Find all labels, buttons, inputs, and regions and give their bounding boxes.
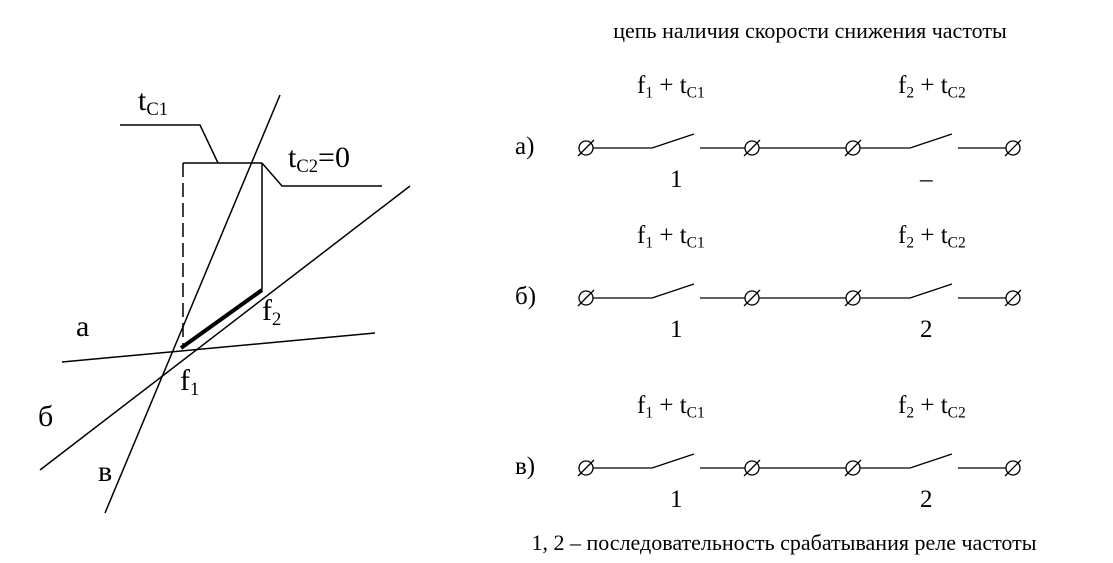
relay-setting-label: f2 + tC2 (898, 72, 966, 102)
relay1-order: 1 (670, 166, 683, 193)
relay-setting-label: f1 + tC1 (637, 222, 705, 252)
terminal (844, 459, 862, 477)
line-v-label: в (98, 455, 113, 488)
line-a-label: а (76, 310, 90, 343)
tc1-label: tC1 (138, 84, 169, 121)
frequency-graph (39, 94, 411, 514)
segment-f1-f2 (179, 288, 264, 350)
relay-contact-2 (909, 453, 953, 469)
tc1-leader (120, 124, 219, 164)
relay-contact-2 (909, 133, 953, 149)
diagram-title: цепь наличия скорости снижения частоты (613, 18, 1007, 43)
circuit-label: в) (515, 453, 536, 480)
relay-setting-label: f1 + tC1 (637, 392, 705, 422)
relay-contact-1 (651, 283, 695, 299)
relay2-order: – (920, 166, 933, 193)
line-b (39, 185, 411, 471)
relay-contact-1 (651, 453, 695, 469)
relay-setting-label: f2 + tC2 (898, 222, 966, 252)
relay-setting-label: f1 + tC1 (637, 72, 705, 102)
terminal (577, 459, 595, 477)
terminal (743, 459, 761, 477)
tc2-leader (261, 162, 382, 187)
relay1-order: 1 (670, 316, 683, 343)
terminal (1004, 459, 1022, 477)
f2-label: f2 (262, 294, 282, 331)
relay-setting-label: f2 + tC2 (898, 392, 966, 422)
tc2-label: tC2=0 (288, 141, 350, 178)
line-a (61, 332, 376, 363)
circuit-label: а) (515, 133, 535, 160)
circuit-label: б) (515, 283, 537, 310)
relay-contact-2 (909, 283, 953, 299)
relay1-order: 1 (670, 486, 683, 513)
line-v (104, 94, 281, 514)
f1-label: f1 (180, 364, 200, 401)
relay-contact-1 (651, 133, 695, 149)
line-b-label: б (38, 400, 54, 433)
relay2-order: 2 (920, 486, 933, 513)
footer-note: 1, 2 – последовательность срабатывания р… (531, 530, 1037, 555)
relay2-order: 2 (920, 316, 933, 343)
